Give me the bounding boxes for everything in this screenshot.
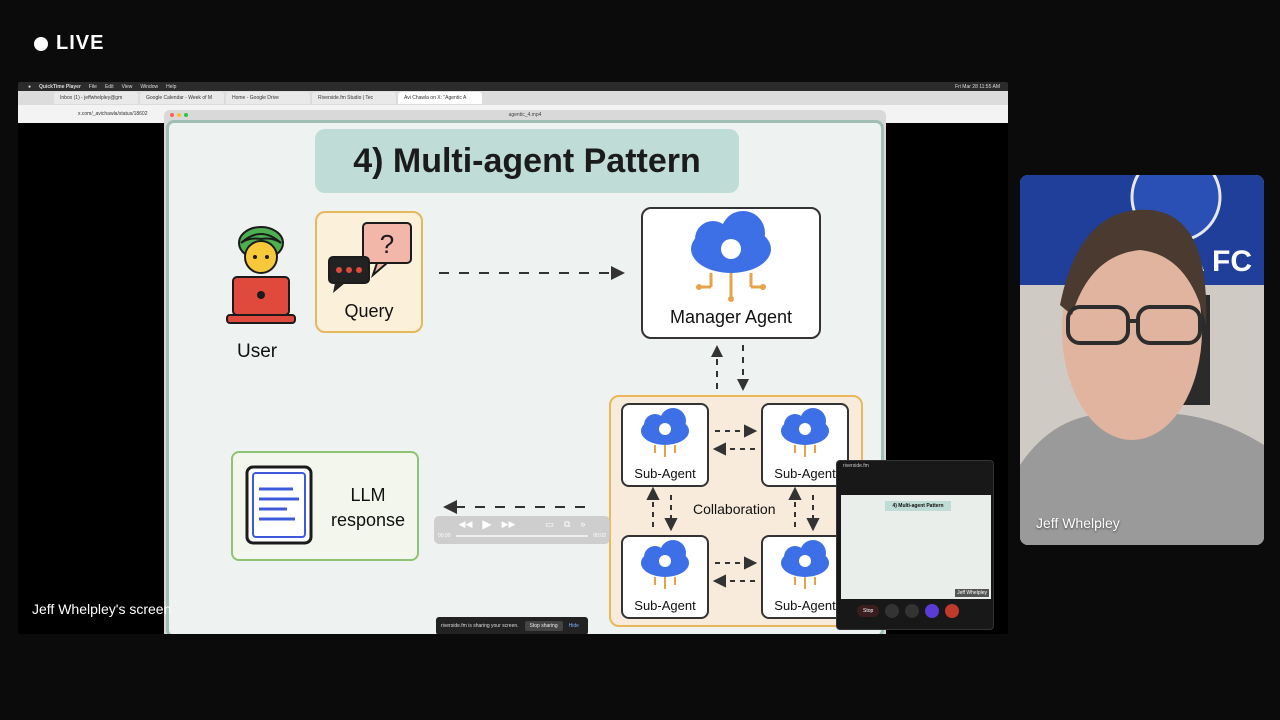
quicktime-window: agentic_4.mp4 4) Multi-agent Pattern Use…	[164, 110, 886, 634]
apple-icon[interactable]: ●	[28, 83, 32, 90]
window-controls	[170, 113, 188, 117]
menu-clock: Fri Mar 28 11:55 AM	[955, 83, 1000, 90]
participant-camera: A FC Jeff Whelpley	[1020, 175, 1264, 545]
tab-riverside[interactable]: Riverside.fm Studio | Tec	[312, 92, 396, 104]
sub-agent-label: Sub-Agent	[774, 598, 836, 613]
menu-window[interactable]: Window	[140, 83, 159, 90]
minimize-icon[interactable]	[177, 113, 181, 117]
menu-edit[interactable]: Edit	[104, 83, 114, 90]
cloud-agent-icon	[691, 211, 771, 302]
share-icon[interactable]: ⧉	[563, 518, 571, 529]
sub-agent-1: Sub-Agent	[621, 403, 709, 487]
playback-controls: ◀◀ ▶ ▶▶ ▭ ⧉ » 00:00 00:02	[434, 516, 610, 544]
sub-agent-2: Sub-Agent	[761, 403, 849, 487]
expand-icon[interactable]: »	[580, 519, 586, 529]
chat-bubbles-icon: ?	[328, 222, 412, 293]
rewind-icon[interactable]: ◀◀	[458, 518, 473, 529]
sub-agent-label: Sub-Agent	[634, 598, 696, 613]
fast-forward-icon[interactable]: ▶▶	[501, 518, 516, 529]
mac-menu-bar: ● QuickTime Player File Edit View Window…	[18, 82, 1008, 91]
tab-inbox[interactable]: Inbox (1) - jeffwhelpley@gm	[54, 92, 138, 104]
riverside-mini-window: riverside.fm 4) Multi-agent Pattern Jeff…	[836, 460, 994, 630]
scrubber-track[interactable]	[456, 535, 588, 537]
mini-screen-preview: 4) Multi-agent Pattern Jeff Whelpley	[841, 495, 991, 599]
menu-view[interactable]: View	[121, 83, 133, 90]
player-filename: agentic_4.mp4	[508, 112, 542, 118]
arrow-to-llm	[443, 500, 587, 514]
hide-button[interactable]: Hide	[568, 623, 579, 629]
tab-calendar[interactable]: Google Calendar - Week of M	[140, 92, 224, 104]
cloud-agent-icon	[641, 540, 689, 589]
player-titlebar: agentic_4.mp4	[164, 110, 886, 120]
user-label: User	[237, 341, 278, 362]
sub-agent-3: Sub-Agent	[621, 535, 709, 619]
collaboration-box: Sub-Agent Sub-Agent Sub-Agent Sub-Agent	[609, 395, 863, 627]
screen-owner-caption: Jeff Whelpley's screen	[32, 601, 172, 617]
sub-agent-label: Sub-Agent	[774, 466, 836, 481]
stop-recording-button[interactable]: Stop	[857, 605, 880, 617]
user-laptop-icon	[226, 226, 296, 324]
mini-slide-title: 4) Multi-agent Pattern	[885, 501, 951, 511]
tab-x[interactable]: Avi Chawla on X: "Agentic A	[398, 92, 482, 104]
llm-line-2: response	[330, 510, 406, 530]
collab-arrows	[646, 424, 820, 588]
live-dot-icon	[34, 36, 48, 51]
document-icon	[245, 465, 313, 545]
screen-share-toast: riverside.fm is sharing your screen. Sto…	[436, 617, 588, 634]
live-label: LIVE	[56, 32, 105, 54]
participant-name: Jeff Whelpley	[1036, 515, 1120, 531]
share-toast-text: riverside.fm is sharing your screen.	[441, 623, 519, 629]
llm-line-1: LLM	[350, 485, 386, 505]
cloud-agent-icon	[641, 408, 689, 457]
llm-response-label: LLM response	[323, 483, 413, 533]
manager-agent-box: Manager Agent	[641, 207, 821, 339]
sub-agent-4: Sub-Agent	[761, 535, 849, 619]
time-end: 00:02	[593, 533, 606, 539]
query-box: ? Query	[315, 211, 423, 333]
arrows-manager-collab	[711, 345, 749, 391]
menu-app[interactable]: QuickTime Player	[39, 83, 81, 90]
stop-sharing-button[interactable]: Stop sharing	[524, 621, 563, 631]
sub-agent-label: Sub-Agent	[634, 466, 696, 481]
airplay-icon[interactable]: ▭	[545, 518, 554, 529]
mini-controls: Stop	[857, 604, 960, 618]
collaboration-label: Collaboration	[693, 501, 776, 517]
slide: 4) Multi-agent Pattern User ?	[166, 120, 884, 634]
close-icon[interactable]	[170, 113, 174, 117]
browser-tab-bar: Inbox (1) - jeffwhelpley@gm Google Calen…	[18, 91, 1008, 105]
zoom-icon[interactable]	[184, 113, 188, 117]
menu-help[interactable]: Help	[166, 83, 177, 90]
question-mark: ?	[380, 229, 394, 259]
url-text: x.com/_avichawla/status/18602	[78, 111, 148, 117]
manager-agent-label: Manager Agent	[669, 307, 793, 327]
play-icon[interactable]: ▶	[482, 517, 492, 531]
time-current: 00:00	[438, 533, 451, 539]
mic-icon[interactable]	[885, 604, 900, 618]
arrow-query-to-manager	[439, 266, 625, 280]
query-label: Query	[344, 301, 394, 321]
leave-call-icon[interactable]	[945, 604, 960, 618]
live-indicator: LIVE	[34, 32, 104, 55]
llm-response-box: LLM response	[231, 451, 419, 561]
tab-drive[interactable]: Home - Google Drive	[226, 92, 310, 104]
screen-share-icon[interactable]	[925, 604, 940, 618]
shared-screen: ● QuickTime Player File Edit View Window…	[18, 82, 1008, 634]
cloud-agent-icon	[781, 540, 829, 589]
participant-video: A FC	[1020, 175, 1264, 545]
cloud-agent-icon	[781, 408, 829, 457]
mini-title: riverside.fm	[843, 463, 869, 469]
camera-icon[interactable]	[905, 604, 920, 618]
slide-title: 4) Multi-agent Pattern	[315, 129, 739, 193]
menu-file[interactable]: File	[88, 83, 97, 90]
mini-person-label: Jeff Whelpley	[955, 589, 989, 597]
